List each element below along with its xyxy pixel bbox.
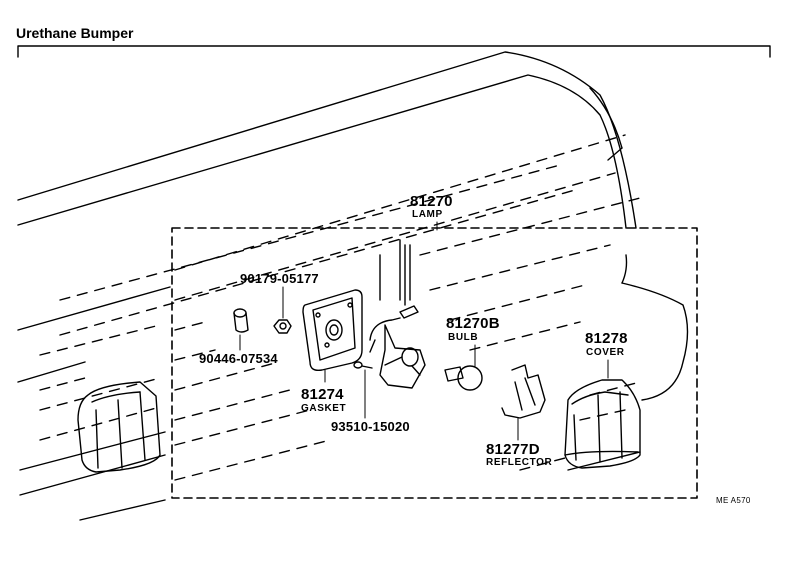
part-name-reflector: REFLECTOR: [486, 457, 553, 468]
part-number-lamp: 81270: [410, 193, 453, 210]
mounting-stripes: [379, 239, 411, 306]
lamp-assembly-box: [171, 227, 698, 499]
leader-lines: [239, 221, 609, 441]
cover-81278: [564, 379, 641, 469]
screw-93510: [353, 361, 373, 369]
part-number-nut: 90179-05177: [240, 271, 319, 286]
part-name-bulb: BULB: [448, 332, 479, 343]
title-bracket: [17, 45, 771, 58]
part-name-lamp: LAMP: [412, 209, 443, 220]
diagram-code: ME A570: [716, 496, 751, 505]
reflector-81277d: [501, 364, 546, 419]
diagram-title: Urethane Bumper: [16, 25, 134, 41]
lamp-socket: [369, 305, 426, 389]
nut-90179: [273, 319, 292, 334]
part-number-gasket: 81274: [301, 386, 344, 403]
side-marker-lamp: [77, 381, 161, 473]
body-dashes: [39, 134, 641, 481]
spacer-90446: [233, 308, 249, 333]
part-number-cover: 81278: [585, 330, 628, 347]
part-number-screw: 93510-15020: [331, 419, 410, 434]
bulb-81270b: [444, 365, 483, 391]
part-name-gasket: GASKET: [301, 403, 347, 414]
part-number-reflector: 81277D: [486, 441, 540, 458]
gasket-81274: [302, 289, 363, 372]
part-number-spacer: 90446-07534: [199, 351, 278, 366]
part-name-cover: COVER: [586, 347, 625, 358]
car-body-outline: [17, 51, 689, 521]
part-number-bulb: 81270B: [446, 315, 500, 332]
